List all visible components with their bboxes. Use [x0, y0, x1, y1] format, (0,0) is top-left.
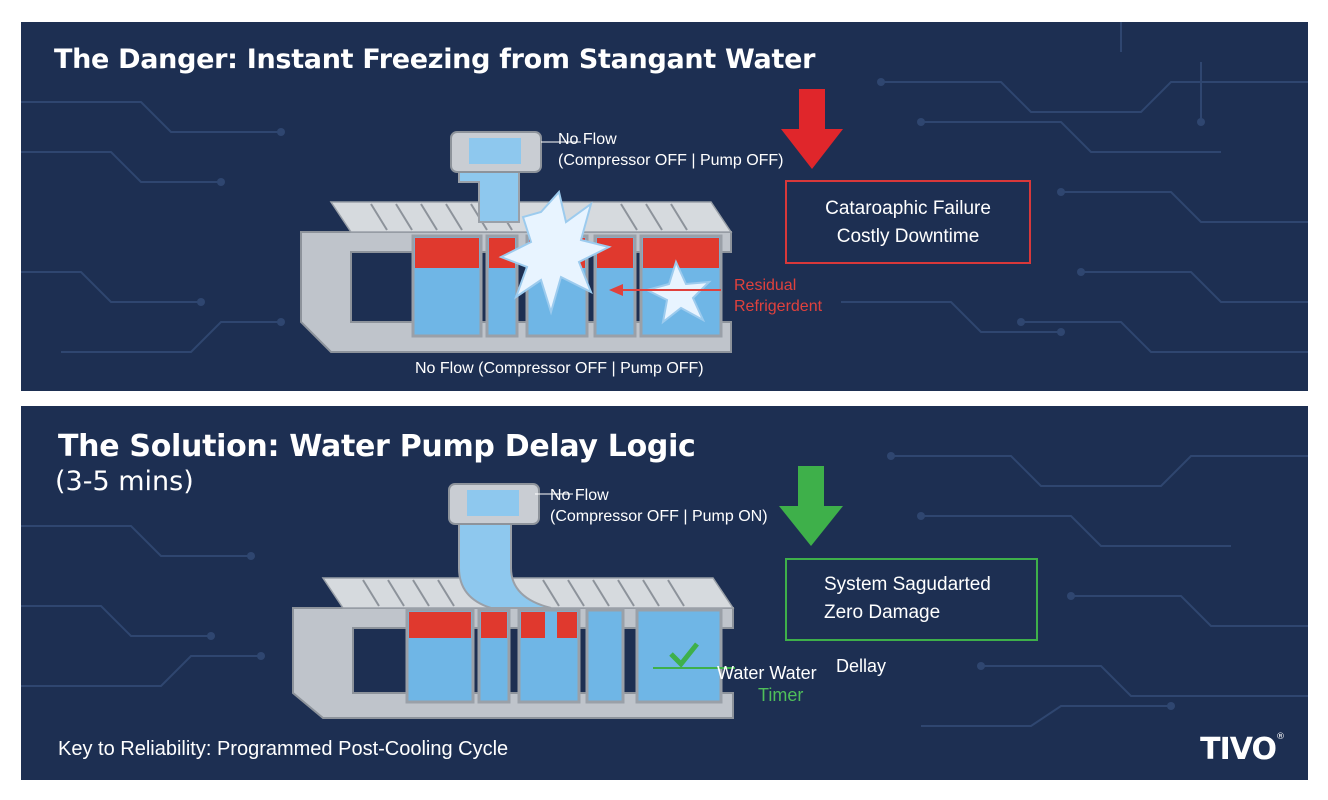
failure-result-box: Cataroaphic Failure Costly Downtime [785, 180, 1031, 264]
refrigerant-line2: Refrigerdent [734, 298, 823, 315]
timer-label-part3: Timer [758, 685, 804, 705]
timer-label-part2: Dellay [836, 656, 887, 676]
reliability-footer: Key to Reliability: Programmed Post-Cool… [58, 738, 509, 760]
no-flow-bottom-label: No Flow (Compressor OFF | Pump OFF) [415, 360, 704, 377]
no-flow-callout: No Flow (Compressor OFF | Pump OFF) [558, 129, 784, 171]
danger-panel: The Danger: Instant Freezing from Stanga… [21, 22, 1308, 391]
safeguard-line: System Sagudarted [824, 574, 991, 595]
circuit-background [21, 452, 1308, 727]
frozen-exchanger-illustration [300, 131, 733, 353]
down-arrow-red-icon [781, 89, 843, 169]
timer-label-part1: Water Water [717, 663, 817, 683]
no-flow-label: No Flow [550, 487, 609, 504]
logo-text: TIVO [1200, 732, 1277, 767]
compressor-pump-status: (Compressor OFF | Pump ON) [550, 508, 768, 525]
no-flow-callout: No Flow (Compressor OFF | Pump ON) [550, 485, 768, 527]
brand-logo: TIVO® [1200, 732, 1285, 767]
compressor-pump-status: (Compressor OFF | Pump OFF) [558, 152, 784, 169]
refrigerant-line1: Residual [734, 277, 797, 294]
no-flow-label: No Flow [558, 131, 617, 148]
circuit-background [21, 22, 1308, 353]
danger-title: The Danger: Instant Freezing from Stanga… [54, 44, 816, 75]
solution-title: The Solution: Water Pump Delay Logic [58, 429, 696, 464]
failure-line: Cataroaphic Failure [825, 198, 991, 219]
downtime-line: Costly Downtime [836, 226, 980, 247]
refrigerant-label: Residual Refrigerdent [734, 275, 822, 317]
delay-duration: (3-5 mins) [55, 466, 194, 497]
zero-damage-line: Zero Damage [824, 602, 941, 623]
solution-panel: The Solution: Water Pump Delay Logic (3-… [21, 406, 1308, 780]
down-arrow-green-icon [779, 466, 843, 546]
flowing-exchanger-illustration [292, 483, 735, 719]
safeguard-result-box: System Sagudarted Zero Damage [785, 558, 1038, 641]
